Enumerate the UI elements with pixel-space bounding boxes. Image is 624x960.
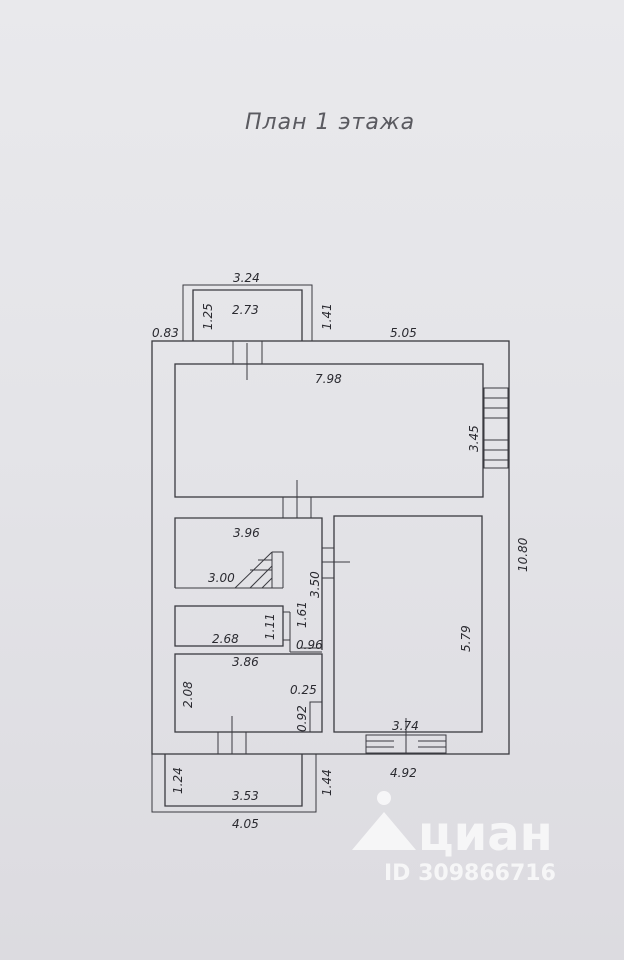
dim-porch-bottom-left: 1.24 [171, 767, 185, 794]
dim-small-room-depth: 1.11 [263, 613, 277, 640]
dim-stair-room-width: 3.96 [233, 526, 260, 540]
plan-title: План 1 этажа [245, 110, 415, 135]
dim-stair-length: 3.00 [208, 571, 235, 585]
top-porch [182, 284, 313, 341]
dim-room1-width: 7.98 [315, 372, 342, 386]
watermark: циан ID 309866716 [352, 791, 556, 886]
watermark-id: ID 309866716 [384, 861, 556, 886]
dim-hall-1: 1.61 [295, 601, 309, 628]
dim-room-br-width: 3.74 [392, 719, 419, 733]
dim-niche-depth: 0.25 [290, 683, 317, 697]
dim-top-right: 5.05 [390, 326, 417, 340]
dim-porch-top-left: 1.25 [201, 303, 215, 330]
room-living [174, 341, 509, 518]
dim-porch-top-width: 3.24 [233, 271, 260, 285]
dim-hall-2: 0.96 [296, 638, 323, 652]
dim-bottom-right: 4.92 [390, 766, 417, 780]
dim-porch-top-right: 1.41 [320, 303, 334, 330]
dim-niche-width: 0.92 [295, 705, 309, 732]
watermark-brand: циан [418, 806, 553, 862]
dim-offset-left: 0.83 [152, 326, 179, 340]
dim-room-br-depth: 5.79 [459, 625, 473, 652]
room-bottom-right [333, 515, 483, 754]
dim-room-bl-depth: 2.08 [181, 681, 195, 708]
dim-room-bl-width: 3.86 [232, 655, 259, 669]
room-stair [174, 517, 350, 650]
room-bottom-left [174, 653, 323, 754]
bottom-porch [151, 754, 317, 813]
dim-stair-depth: 3.50 [308, 571, 322, 598]
dim-small-room-width: 2.68 [212, 632, 239, 646]
dim-overall-depth: 10.80 [516, 537, 530, 572]
dim-porch-bottom-right: 1.44 [320, 769, 334, 796]
dim-porch-bottom-width: 4.05 [232, 817, 259, 831]
outer-walls [151, 340, 510, 755]
dim-porch-top-inner: 2.73 [232, 303, 259, 317]
room-small [174, 605, 322, 653]
dim-room1-depth: 3.45 [467, 425, 481, 452]
cian-logo-icon [352, 791, 416, 850]
dim-porch-bottom-inner: 3.53 [232, 789, 259, 803]
